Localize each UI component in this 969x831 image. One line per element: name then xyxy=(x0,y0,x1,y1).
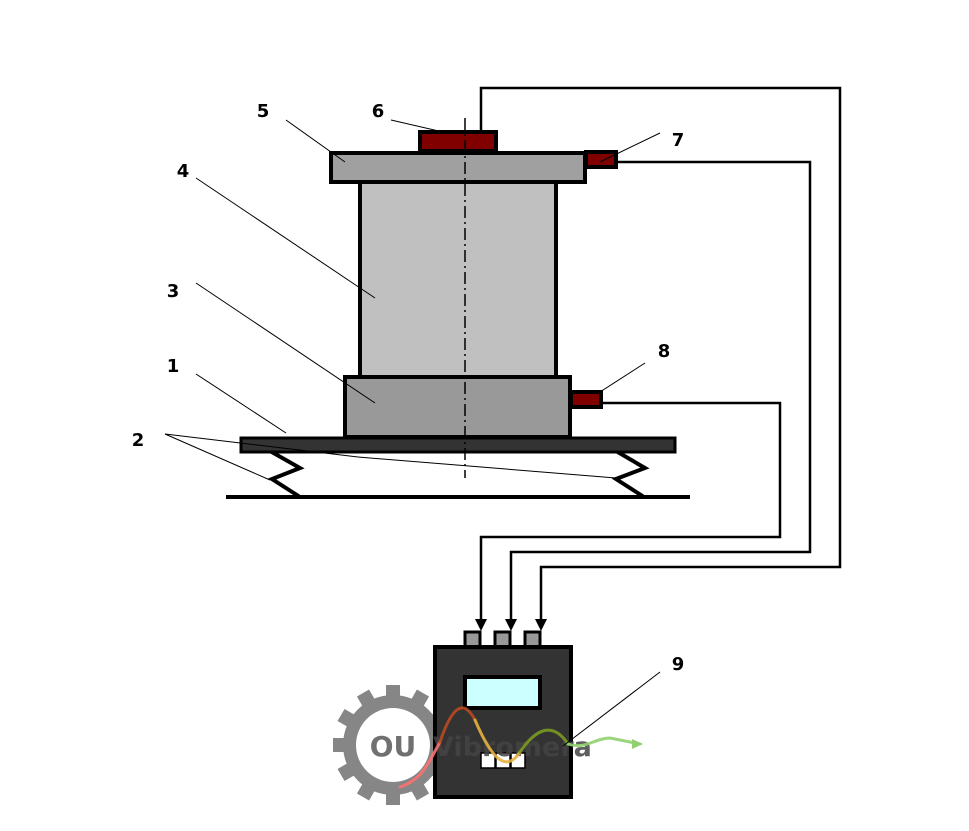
device-connector-1 xyxy=(463,630,482,649)
leader-4 xyxy=(195,177,376,299)
leader-6 xyxy=(390,119,444,133)
cylinder-specimen xyxy=(358,180,558,379)
label-1: 1 xyxy=(167,356,180,377)
cable-side-sensor-lower xyxy=(479,401,782,622)
leader-2a xyxy=(164,433,359,458)
cable-side-sensor-upper xyxy=(509,160,812,622)
device-screen xyxy=(463,675,542,710)
arrow-head-1 xyxy=(475,619,487,631)
device-connector-2 xyxy=(493,630,512,649)
watermark-gear-text: OU xyxy=(370,730,417,763)
device-connector-3 xyxy=(523,630,542,649)
leader-3 xyxy=(195,282,376,404)
leader-7 xyxy=(599,132,661,163)
arrow-head-3 xyxy=(535,619,547,631)
cable-top-sensor xyxy=(479,86,842,622)
label-8: 8 xyxy=(658,341,671,362)
watermark-wave xyxy=(398,706,642,789)
leader-2a-ext xyxy=(357,456,617,479)
leader-5 xyxy=(285,119,346,163)
watermark-arrow-icon xyxy=(632,739,643,749)
label-5: 5 xyxy=(257,101,270,122)
label-7: 7 xyxy=(672,130,685,151)
leader-2b xyxy=(164,433,271,481)
top-plate xyxy=(329,151,587,184)
label-2: 2 xyxy=(132,430,145,451)
watermark-brand-text: Vibromera xyxy=(433,732,592,763)
arrow-head-2 xyxy=(505,619,517,631)
gear-logo-icon xyxy=(333,685,453,805)
spring-right xyxy=(611,449,650,499)
top-sensor xyxy=(418,130,498,153)
label-3: 3 xyxy=(167,281,180,302)
spring-left xyxy=(267,449,305,499)
label-9: 9 xyxy=(672,654,685,675)
label-4: 4 xyxy=(177,161,190,182)
leader-8 xyxy=(599,362,646,393)
vibrometer-device xyxy=(433,645,573,799)
side-sensor-upper xyxy=(584,150,618,169)
leader-lines xyxy=(164,119,661,747)
leader-1 xyxy=(195,373,287,434)
base-plate xyxy=(239,436,677,454)
side-sensor-lower xyxy=(569,390,603,409)
leader-9 xyxy=(562,671,661,747)
lower-block xyxy=(343,375,572,439)
device-button-1 xyxy=(480,752,496,769)
label-6: 6 xyxy=(372,101,385,122)
